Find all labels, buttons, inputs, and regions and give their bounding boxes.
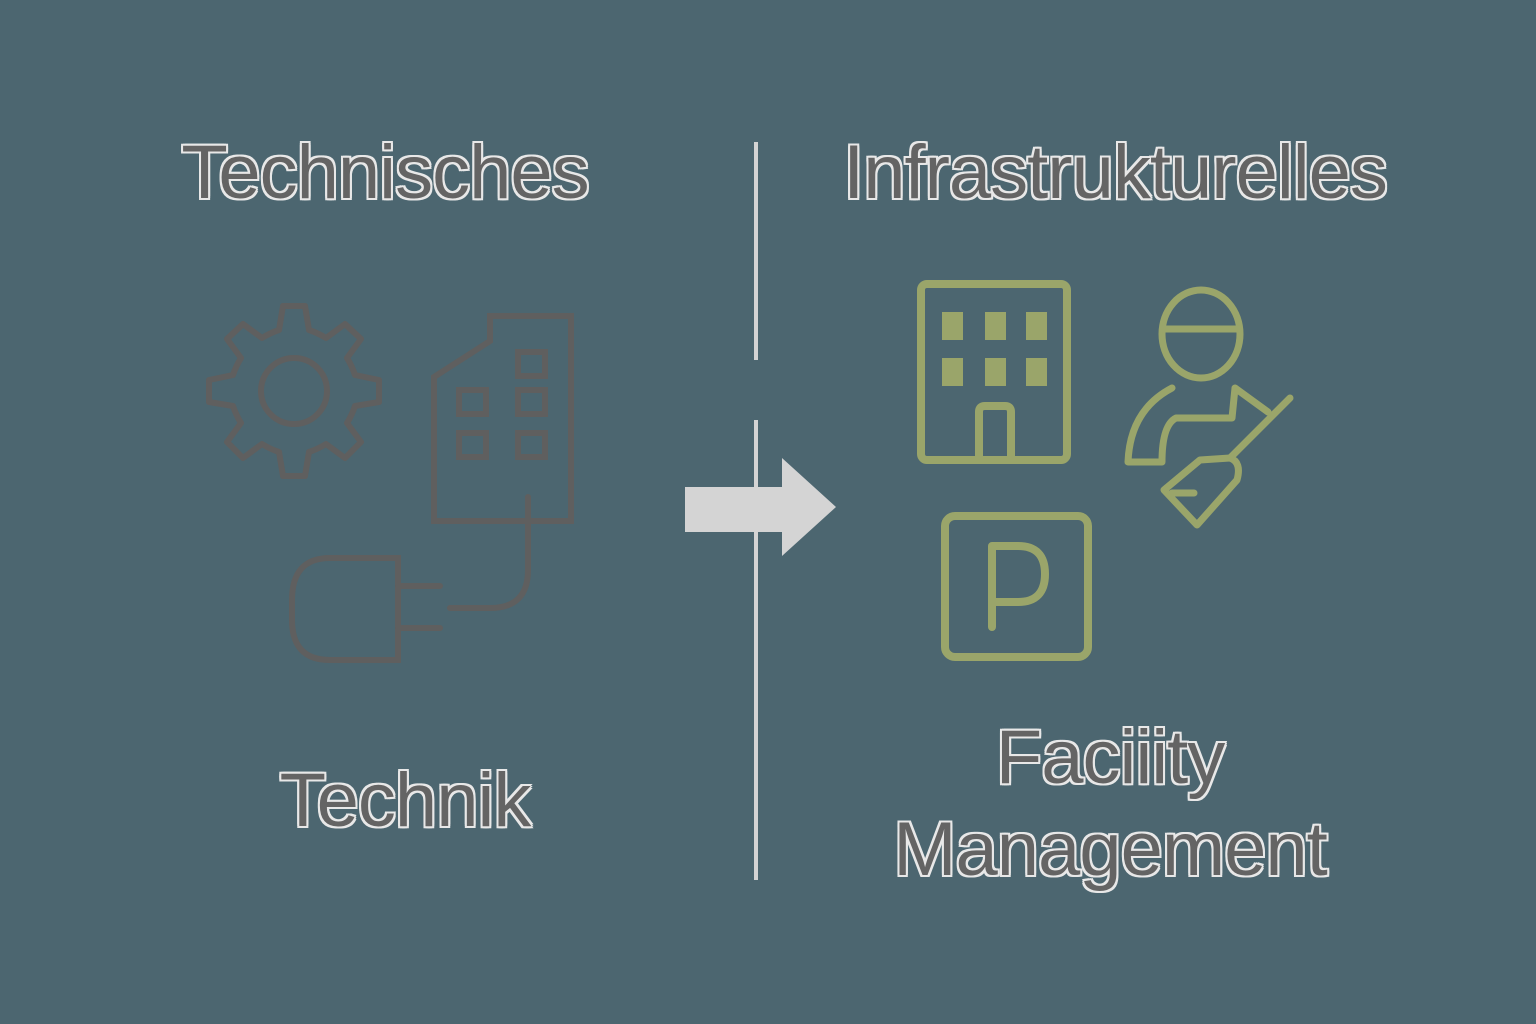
building-icon xyxy=(431,313,574,524)
arrow-right-icon xyxy=(685,458,836,556)
right-footer-line2: Management xyxy=(893,807,1328,892)
divider-bottom xyxy=(754,420,758,880)
left-footer: Technik xyxy=(279,758,532,843)
cleaning-worker-icon xyxy=(1124,286,1294,529)
parking-icon xyxy=(941,512,1092,661)
right-footer: Faciiity Management xyxy=(820,712,1400,896)
left-title: Technisches xyxy=(181,130,589,215)
divider-top xyxy=(754,142,758,360)
right-title: Infrastrukturelles xyxy=(843,130,1388,215)
gear-icon xyxy=(206,303,382,479)
office-building-icon xyxy=(917,280,1071,464)
power-plug-icon xyxy=(289,494,531,663)
right-footer-line1: Faciiity xyxy=(995,715,1225,800)
